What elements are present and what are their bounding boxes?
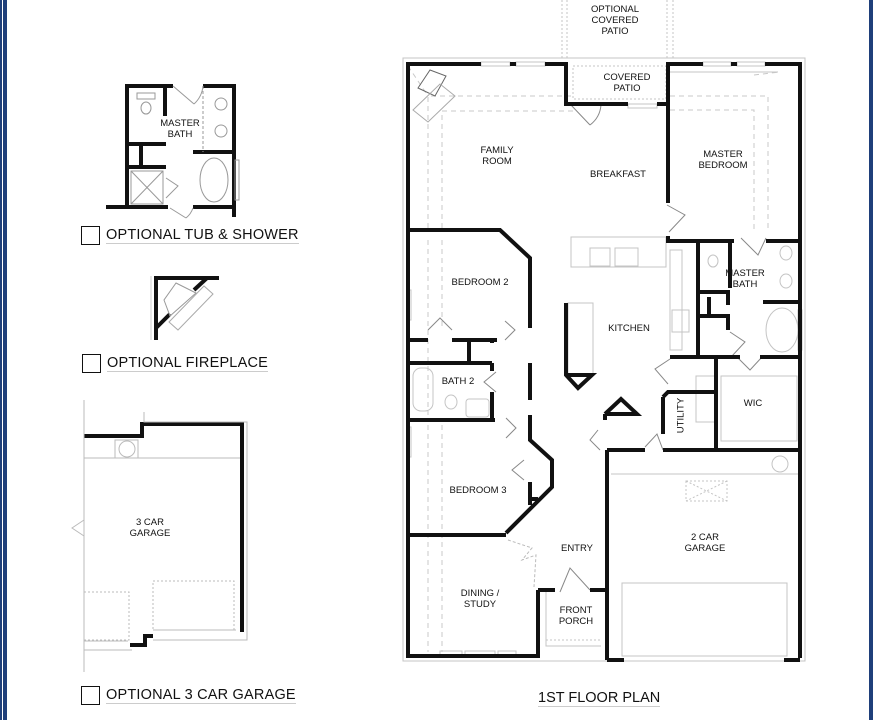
tub-shower-label: OPTIONAL TUB & SHOWER (106, 227, 299, 244)
option-fireplace[interactable]: OPTIONAL FIREPLACE (82, 354, 268, 373)
plan-title: 1ST FLOOR PLAN (538, 690, 661, 707)
inset-3car-garage-label: 3 CAR GARAGE (129, 517, 171, 539)
room-front-porch: FRONT PORCH (558, 605, 594, 627)
inset-fireplace (150, 276, 219, 340)
room-master-bath: MASTER BATH (725, 268, 765, 290)
inset-master-bath-label: MASTER BATH (160, 118, 200, 140)
fireplace-checkbox[interactable] (82, 354, 101, 373)
inset-3car-garage (71, 400, 248, 672)
room-covered-patio: COVERED PATIO (603, 72, 651, 94)
room-entry: ENTRY (560, 543, 594, 554)
option-3car-garage[interactable]: OPTIONAL 3 CAR GARAGE (81, 686, 296, 705)
room-wic: WIC (743, 398, 763, 409)
3car-garage-label: OPTIONAL 3 CAR GARAGE (106, 687, 296, 704)
plan-walls (406, 62, 802, 662)
room-kitchen: KITCHEN (608, 323, 650, 334)
inset-master-bath-fixtures (130, 85, 240, 219)
room-family-room: FAMILY ROOM (480, 145, 514, 167)
tub-shower-checkbox[interactable] (81, 226, 100, 245)
page-border-left-outer (0, 0, 2, 720)
page-border-left (3, 0, 7, 720)
room-bath-2: BATH 2 (441, 376, 475, 387)
room-utility: UTILITY (675, 397, 687, 434)
room-bedroom-3: BEDROOM 3 (449, 485, 507, 496)
room-2car-garage: 2 CAR GARAGE (684, 532, 726, 554)
page-border-right (869, 0, 873, 720)
plan-thin-lines (402, 0, 806, 662)
option-tub-shower[interactable]: OPTIONAL TUB & SHOWER (81, 226, 299, 245)
room-optional-covered-patio: OPTIONAL COVERED PATIO (590, 4, 640, 37)
3car-garage-checkbox[interactable] (81, 686, 100, 705)
fireplace-label: OPTIONAL FIREPLACE (107, 355, 268, 372)
inset-master-bath (106, 84, 236, 217)
room-breakfast: BREAKFAST (590, 169, 646, 180)
room-bedroom-2: BEDROOM 2 (451, 277, 509, 288)
room-master-bedroom: MASTER BEDROOM (698, 149, 748, 171)
room-dining-study: DINING / STUDY (460, 588, 500, 610)
